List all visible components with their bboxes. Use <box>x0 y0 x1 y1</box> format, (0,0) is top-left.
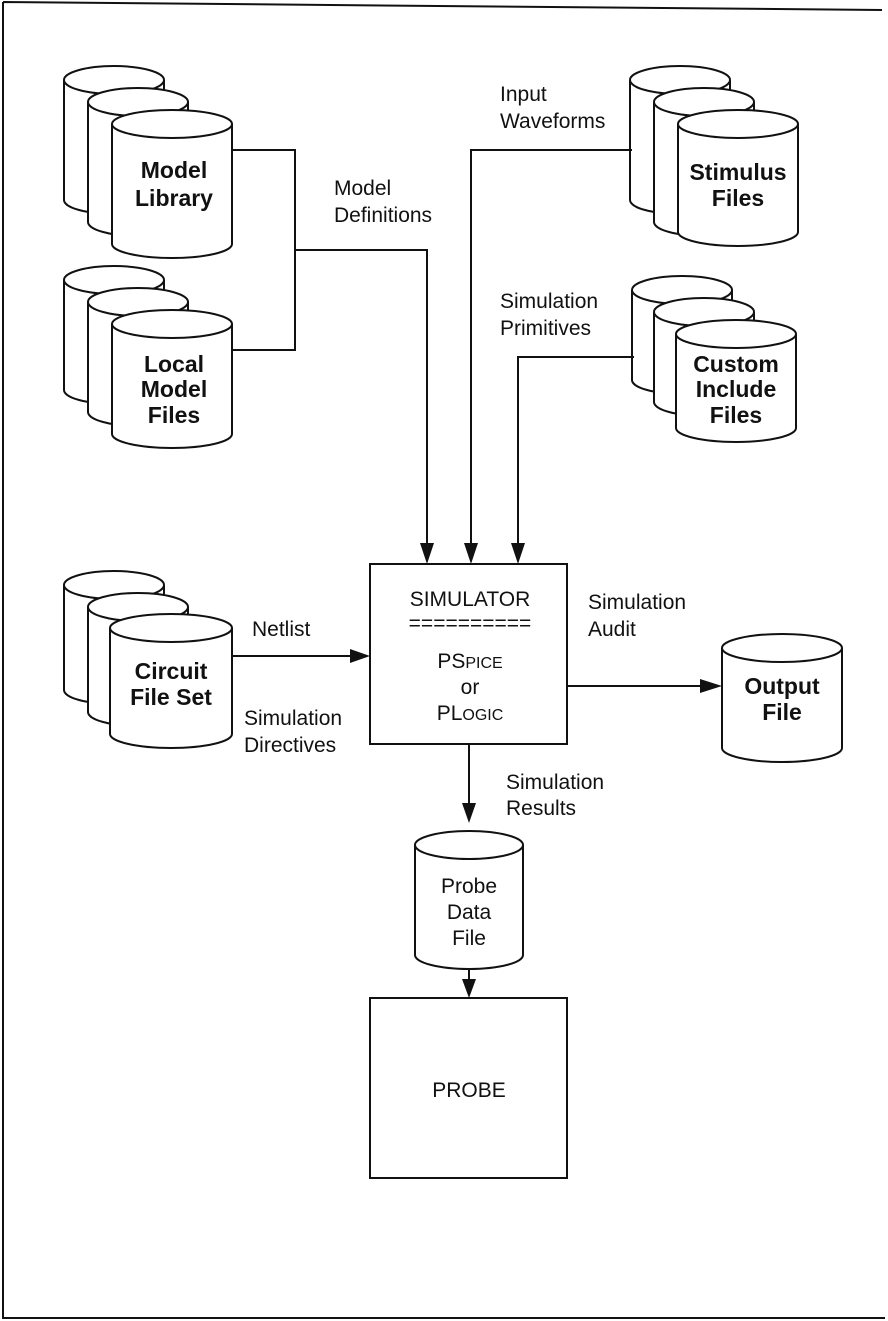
input-waveforms-label-1: Input <box>500 83 547 106</box>
model-definitions-connector <box>232 149 428 545</box>
probe-box: PROBE <box>369 997 568 1179</box>
custom-include-files-label-1: Custom <box>693 351 779 377</box>
simulation-results-label-2: Results <box>506 797 576 820</box>
simulation-audit-arrowhead <box>700 679 722 693</box>
model-library-label-2: Library <box>135 185 213 211</box>
probe-label: PROBE <box>432 1079 506 1102</box>
model-definitions-arrowhead <box>420 543 434 564</box>
netlist-label: Netlist <box>252 618 311 641</box>
simulation-primitives-arrowhead <box>511 543 525 564</box>
simulation-directives-label-1: Simulation <box>244 707 342 730</box>
stimulus-files-stack: Stimulus Files <box>629 65 799 247</box>
simulation-results-label-1: Simulation <box>506 771 604 794</box>
stimulus-files-label-2: Files <box>712 185 764 211</box>
local-model-files-stack: Local Model Files <box>63 265 233 449</box>
input-waveforms-label-2: Waveforms <box>500 110 605 133</box>
simulator-plogic: PLOGIC <box>437 702 504 725</box>
simulation-primitives-label-2: Primitives <box>500 317 591 340</box>
simulation-results-arrowhead <box>462 803 476 823</box>
output-file-label-2: File <box>762 699 802 725</box>
input-waveforms-arrowhead <box>464 543 478 564</box>
model-library-stack: Model Library <box>63 65 233 259</box>
circuit-file-set-stack: Circuit File Set <box>63 570 233 749</box>
probe-data-file-label-3: File <box>452 927 486 950</box>
probe-data-file-cylinder: Probe Data File <box>414 830 524 970</box>
simulator-title: SIMULATOR <box>410 588 531 611</box>
circuit-file-set-label-2: File Set <box>130 684 212 710</box>
stimulus-files-label-1: Stimulus <box>689 159 786 185</box>
local-model-files-label-2: Model <box>141 376 207 402</box>
custom-include-files-stack: Custom Include Files <box>631 275 797 443</box>
output-file-label-1: Output <box>744 673 820 699</box>
model-definitions-label-1: Model <box>334 177 391 200</box>
probe-data-file-label-1: Probe <box>441 875 497 898</box>
simulator-separator: ========== <box>409 612 532 635</box>
simulation-audit-label-1: Simulation <box>588 591 686 614</box>
simulation-directives-label-2: Directives <box>244 734 336 757</box>
custom-include-files-label-2: Include <box>696 376 777 402</box>
probe-data-arrowhead <box>462 979 476 998</box>
simulation-primitives-label-1: Simulation <box>500 290 598 313</box>
custom-include-files-label-3: Files <box>710 402 762 428</box>
simulation-primitives-connector <box>517 356 634 545</box>
model-library-label-1: Model <box>141 157 207 183</box>
simulation-audit-label-2: Audit <box>588 618 636 641</box>
netlist-arrowhead <box>350 649 370 663</box>
simulator-pspice: PSPICE <box>437 650 502 673</box>
circuit-file-set-label-1: Circuit <box>135 658 208 684</box>
input-waveforms-connector <box>470 149 632 545</box>
local-model-files-label-1: Local <box>144 351 204 377</box>
model-definitions-label-2: Definitions <box>334 204 432 227</box>
output-file-cylinder: Output File <box>721 633 843 763</box>
simulator-or: or <box>461 676 480 699</box>
probe-data-file-label-2: Data <box>447 901 492 924</box>
simulator-box: SIMULATOR ========== PSPICE or PLOGIC <box>369 563 568 745</box>
local-model-files-label-3: Files <box>148 402 200 428</box>
